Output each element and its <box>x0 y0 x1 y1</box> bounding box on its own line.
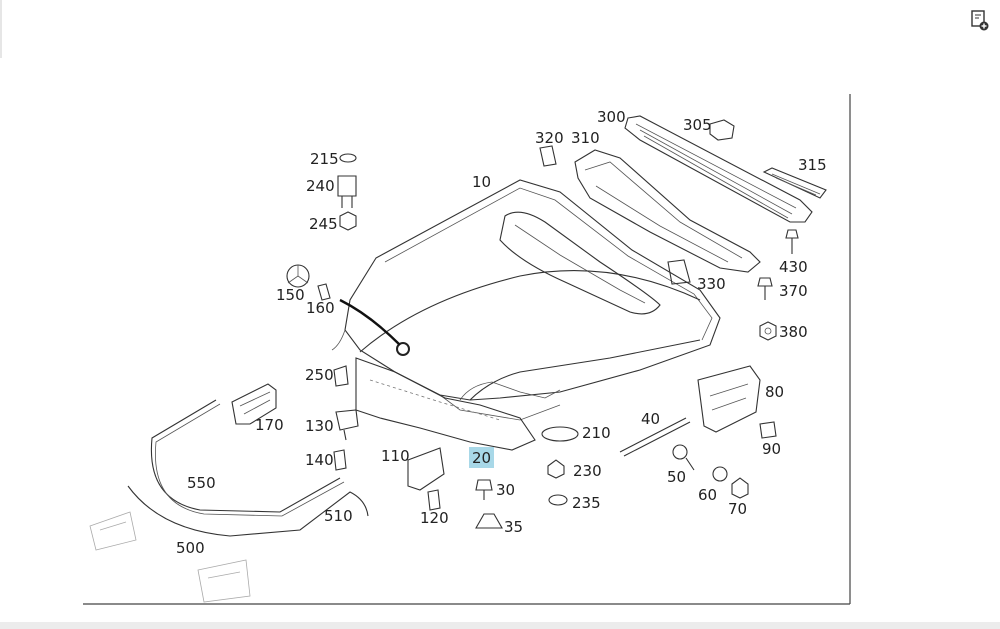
callout-130[interactable]: 130 <box>305 417 334 435</box>
clip-35[interactable] <box>475 513 503 529</box>
rubber-pad[interactable] <box>539 145 557 167</box>
faded-mount-500 <box>89 511 251 603</box>
callout-550[interactable]: 550 <box>187 474 216 492</box>
rubber-buffer-130[interactable] <box>335 409 359 441</box>
cover-cap[interactable] <box>667 259 691 285</box>
callout-110[interactable]: 110 <box>381 447 410 465</box>
bump-stop[interactable] <box>333 365 349 387</box>
nut-70[interactable] <box>731 477 749 499</box>
callout-120[interactable]: 120 <box>420 509 449 527</box>
gas-strut[interactable] <box>619 417 691 457</box>
cowl-grille[interactable] <box>624 115 813 223</box>
callout-40[interactable]: 40 <box>641 410 660 428</box>
page-export-icon[interactable] <box>968 8 992 32</box>
callout-50[interactable]: 50 <box>667 468 686 486</box>
grille-insert[interactable] <box>762 167 827 199</box>
callout-320[interactable]: 320 <box>535 129 564 147</box>
bottom-bar <box>0 622 1000 629</box>
bolt-120[interactable] <box>427 489 441 511</box>
buffer-stack[interactable] <box>337 153 357 231</box>
panel-edge <box>0 0 2 58</box>
callout-500[interactable]: 500 <box>176 539 205 557</box>
callout-330[interactable]: 330 <box>697 275 726 293</box>
cowl-panel[interactable] <box>574 149 761 273</box>
callout-80[interactable]: 80 <box>765 383 784 401</box>
callout-310[interactable]: 310 <box>571 129 600 147</box>
latch-110[interactable] <box>407 447 445 491</box>
hood-liner[interactable] <box>355 357 561 451</box>
callout-235[interactable]: 235 <box>572 494 601 512</box>
washer-60[interactable] <box>712 466 728 482</box>
hood-panel[interactable] <box>331 179 721 421</box>
callout-10[interactable]: 10 <box>472 173 491 191</box>
ball-stud[interactable] <box>672 444 695 471</box>
top-toolbar <box>0 0 1000 60</box>
callout-250[interactable]: 250 <box>305 366 334 384</box>
callout-labels: 10 20 30 35 40 50 60 70 80 90 110 120 13… <box>176 108 827 557</box>
clip-30[interactable] <box>475 479 493 500</box>
callout-510[interactable]: 510 <box>324 507 353 525</box>
callout-60[interactable]: 60 <box>698 486 717 504</box>
callout-300[interactable]: 300 <box>597 108 626 126</box>
plug-160[interactable] <box>317 283 331 301</box>
star-emblem[interactable] <box>286 264 310 288</box>
callout-150[interactable]: 150 <box>276 286 305 304</box>
screw-430[interactable] <box>785 229 799 254</box>
seal-210[interactable] <box>541 426 579 442</box>
clip-305[interactable] <box>709 119 735 141</box>
bolt-140[interactable] <box>333 449 347 471</box>
hood-lock[interactable] <box>231 383 277 425</box>
callout-160[interactable]: 160 <box>306 299 335 317</box>
cable-510[interactable] <box>127 485 369 537</box>
nut-230[interactable] <box>547 459 565 479</box>
hood-hinge[interactable] <box>697 365 761 433</box>
callout-230[interactable]: 230 <box>573 462 602 480</box>
callout-20[interactable]: 20 <box>472 449 491 467</box>
callout-35[interactable]: 35 <box>504 518 523 536</box>
callout-140[interactable]: 140 <box>305 451 334 469</box>
callout-20-highlight <box>469 447 494 468</box>
diagram-frame <box>83 94 851 605</box>
callout-90[interactable]: 90 <box>762 440 781 458</box>
callout-30[interactable]: 30 <box>496 481 515 499</box>
screw-370[interactable] <box>757 277 773 300</box>
washer-235[interactable] <box>548 494 568 506</box>
callout-245[interactable]: 245 <box>309 215 338 233</box>
callout-210[interactable]: 210 <box>582 424 611 442</box>
callout-430[interactable]: 430 <box>779 258 808 276</box>
callout-315[interactable]: 315 <box>798 156 827 174</box>
nut-380[interactable] <box>759 321 777 341</box>
callout-305[interactable]: 305 <box>683 116 712 134</box>
callout-215[interactable]: 215 <box>310 150 339 168</box>
callout-170[interactable]: 170 <box>255 416 284 434</box>
callout-240[interactable]: 240 <box>306 177 335 195</box>
callout-380[interactable]: 380 <box>779 323 808 341</box>
release-cable[interactable] <box>150 399 345 517</box>
callout-70[interactable]: 70 <box>728 500 747 518</box>
callout-370[interactable]: 370 <box>779 282 808 300</box>
bolt-90[interactable] <box>759 421 777 439</box>
